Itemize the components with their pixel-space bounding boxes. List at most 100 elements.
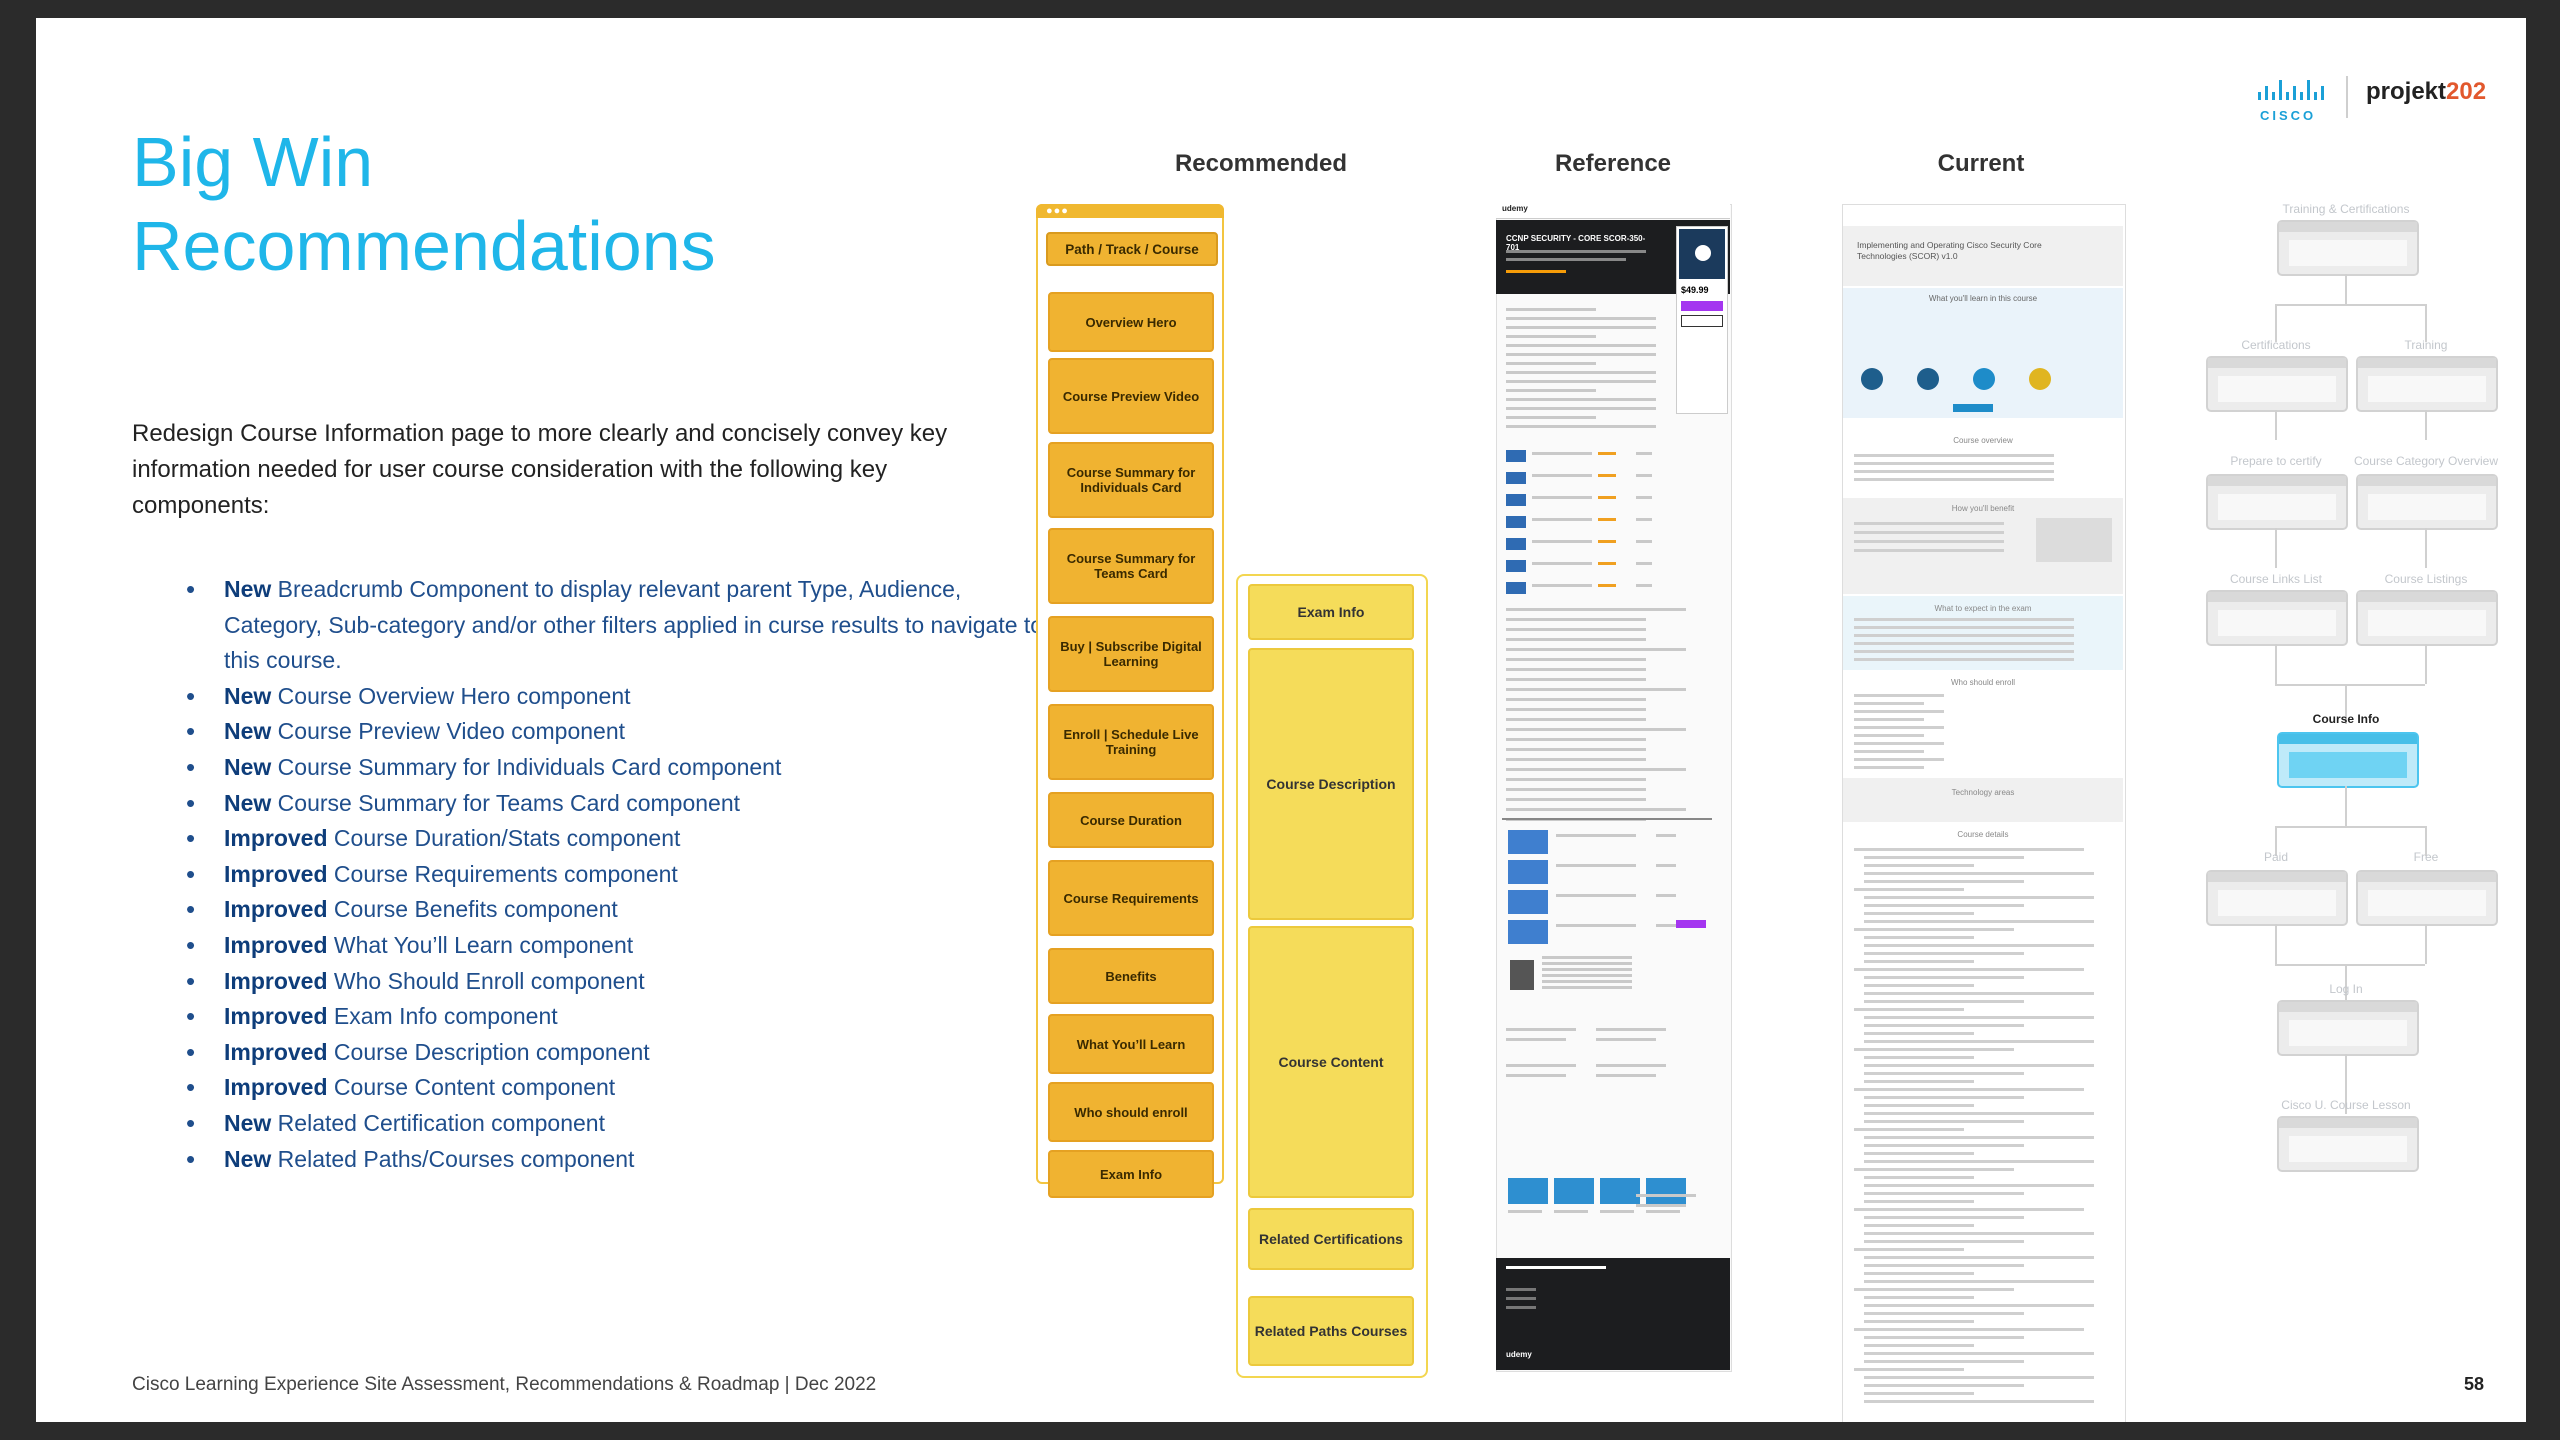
reference-block xyxy=(1596,1064,1666,1067)
current-text-line xyxy=(1864,1336,2024,1339)
current-text-line xyxy=(1864,1056,1974,1059)
bullet-text: Exam Info component xyxy=(327,1003,558,1030)
current-text-line xyxy=(1864,1192,2024,1195)
reference-footer: udemy xyxy=(1496,1258,1730,1370)
current-text-line xyxy=(1854,1288,2014,1291)
current-text-line xyxy=(1854,658,2074,661)
flow-label: Paid xyxy=(2263,850,2289,864)
flow-card-login xyxy=(2277,1000,2419,1056)
current-text-line xyxy=(1854,710,1944,713)
reference-block xyxy=(1532,452,1592,455)
current-text-line xyxy=(1864,1000,2024,1003)
bullet-text: Breadcrumb Component to display relevant… xyxy=(224,576,1044,674)
rec-left-box: What You’ll Learn xyxy=(1048,1014,1214,1074)
flow-label: Course Category Overview xyxy=(2353,454,2499,468)
flow-card-lesson xyxy=(2277,1116,2419,1172)
rec-left-box: Overview Hero xyxy=(1048,292,1214,352)
reference-block xyxy=(1554,1210,1588,1213)
current-text-line xyxy=(1854,540,2004,543)
bullet-tag: Improved xyxy=(224,1038,328,1065)
reference-block xyxy=(1506,718,1646,721)
reference-block xyxy=(1506,425,1656,428)
current-text-line xyxy=(1864,1200,1974,1203)
current-text-line xyxy=(1854,549,2004,552)
current-text-line xyxy=(1854,1368,1964,1371)
rec-left-box: Course Duration xyxy=(1048,792,1214,848)
bullet-text: Related Paths/Courses component xyxy=(271,1145,635,1172)
current-text-line xyxy=(1854,968,2084,971)
current-text-line xyxy=(1864,1224,1974,1227)
reference-block xyxy=(1532,540,1592,543)
flow-connector xyxy=(2425,304,2427,342)
current-text-line xyxy=(1864,1152,1974,1155)
bullet-text: Course Preview Video component xyxy=(271,718,626,745)
projekt-logo: projekt202 xyxy=(2366,78,2486,106)
current-text-line xyxy=(1864,904,2024,907)
bullet-tag: New xyxy=(224,789,272,816)
current-text-line xyxy=(1864,912,1974,915)
reference-block xyxy=(1506,698,1646,701)
bullet-text: Course Overview Hero component xyxy=(271,682,631,709)
bullet-item: Improved Course Benefits component xyxy=(186,892,1044,928)
current-text-line xyxy=(1864,1032,1974,1035)
bullet-item: New Course Overview Hero component xyxy=(186,679,1044,715)
flow-label: Training xyxy=(2404,338,2448,352)
reference-block xyxy=(1636,474,1652,477)
flow-card-paid xyxy=(2206,870,2348,926)
reference-block xyxy=(1636,452,1652,455)
reference-block xyxy=(1506,638,1646,641)
current-benefit-image xyxy=(2036,518,2112,562)
reference-block xyxy=(1506,335,1596,338)
reference-block xyxy=(1508,860,1548,884)
projekt-wordmark: projekt xyxy=(2366,78,2447,105)
reference-block xyxy=(1508,1178,1548,1204)
reference-block xyxy=(1506,560,1526,572)
bullet-tag: Improved xyxy=(224,1003,328,1030)
flow-connector xyxy=(2345,684,2347,724)
rec-left-box: Exam Info xyxy=(1048,1150,1214,1198)
reference-block xyxy=(1598,584,1616,587)
reference-block xyxy=(1506,353,1656,356)
rec-left-box: Course Summary for Teams Card xyxy=(1048,528,1214,604)
rec-left-box: Benefits xyxy=(1048,948,1214,1004)
current-text-line xyxy=(1854,618,2074,621)
reference-block xyxy=(1506,608,1686,611)
current-text-line xyxy=(1854,1328,2084,1331)
bullet-text: Who Should Enroll component xyxy=(327,967,645,994)
reference-block xyxy=(1542,974,1632,977)
current-text-line xyxy=(1864,1384,2024,1387)
reference-block xyxy=(1506,380,1656,383)
reference-block xyxy=(1508,890,1548,914)
current-learn-head: What you'll learn in this course xyxy=(1928,294,2038,303)
reference-block xyxy=(1676,920,1706,928)
current-text-line xyxy=(1864,1064,2094,1067)
current-text-line xyxy=(1864,1136,2094,1139)
current-text-line xyxy=(1864,1104,1974,1107)
bullet-text: Course Summary for Individuals Card comp… xyxy=(271,753,782,780)
reference-block xyxy=(1506,1028,1576,1031)
current-text-line xyxy=(1864,1296,1974,1299)
reference-block xyxy=(1636,1204,1686,1207)
col-head-current: Current xyxy=(1937,150,2025,177)
current-text-line xyxy=(1864,1016,2094,1019)
bullet-tag: Improved xyxy=(224,931,328,958)
current-text-line xyxy=(1864,952,2024,955)
reference-block xyxy=(1508,920,1548,944)
current-text-line xyxy=(1854,1208,2084,1211)
current-text-line xyxy=(1864,880,2024,883)
current-text-line xyxy=(1864,1160,2094,1163)
flow-connector xyxy=(2275,924,2277,964)
reference-block xyxy=(1506,728,1686,731)
flow-label: Certifications xyxy=(2241,338,2311,352)
bullet-tag: Improved xyxy=(224,967,328,994)
reference-block xyxy=(1506,768,1686,771)
cisco-wordmark: CISCO xyxy=(2260,108,2317,123)
current-text-line xyxy=(1854,1048,2014,1051)
reference-block xyxy=(1656,834,1676,837)
reference-block xyxy=(1506,618,1646,621)
current-text-line xyxy=(1864,920,2094,923)
current-text-line xyxy=(1854,531,2004,534)
reference-block xyxy=(1506,708,1646,711)
bullet-tag: New xyxy=(224,1145,272,1172)
bullet-tag: New xyxy=(224,1109,272,1136)
